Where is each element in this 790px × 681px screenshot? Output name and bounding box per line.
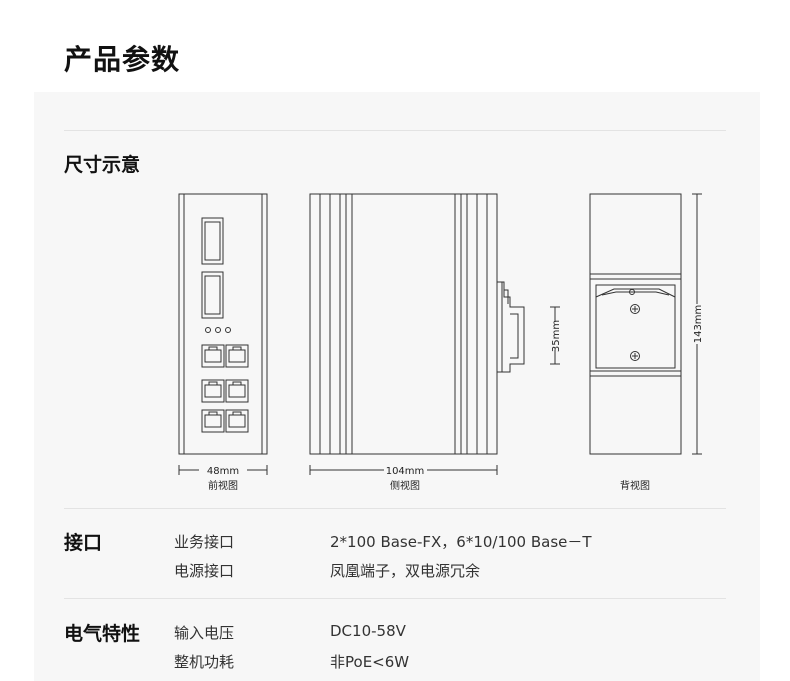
dimension-drawing: 48mm 前视图	[178, 193, 704, 492]
top-divider	[64, 130, 726, 131]
side-view	[309, 193, 560, 475]
back-view-label: 背视图	[620, 479, 650, 492]
led-indicator	[205, 327, 211, 333]
spec-value: 凤凰端子，双电源冗余	[330, 562, 481, 580]
spec-name: 电源接口	[174, 562, 235, 580]
spec-name: 整机功耗	[174, 653, 235, 671]
side-view-label: 侧视图	[390, 479, 420, 492]
back-view	[589, 193, 702, 455]
spec-name: 业务接口	[174, 533, 235, 551]
electrical-label: 电气特性	[64, 623, 141, 645]
screw-top	[630, 304, 640, 314]
front-width-label: 48mm	[207, 466, 239, 477]
front-view-label: 前视图	[208, 479, 238, 492]
dimensions-title: 尺寸示意	[64, 154, 141, 176]
spec-value: 2*100 Base-FX，6*10/100 Base－T	[330, 533, 592, 551]
spec-panel: 尺寸示意 48mm 前视	[34, 92, 760, 681]
rail-height-label: 35mm	[551, 320, 562, 352]
sfp-port-1	[201, 217, 224, 265]
din-rail-clip	[497, 281, 525, 373]
rj45-ports	[201, 344, 249, 433]
interface-divider	[64, 508, 726, 509]
spec-value: DC10-58V	[330, 622, 406, 640]
screw-bottom	[630, 351, 640, 361]
spec-value: 非PoE<6W	[330, 653, 410, 671]
sfp-port-2	[201, 271, 224, 319]
din-rail-bracket	[595, 284, 676, 369]
front-view	[178, 193, 268, 475]
spec-name: 输入电压	[174, 624, 235, 642]
side-width-label: 104mm	[386, 466, 425, 477]
page-title: 产品参数	[64, 43, 181, 76]
electrical-divider	[64, 598, 726, 599]
back-height-label: 143mm	[693, 305, 704, 344]
interface-label: 接口	[64, 532, 103, 554]
